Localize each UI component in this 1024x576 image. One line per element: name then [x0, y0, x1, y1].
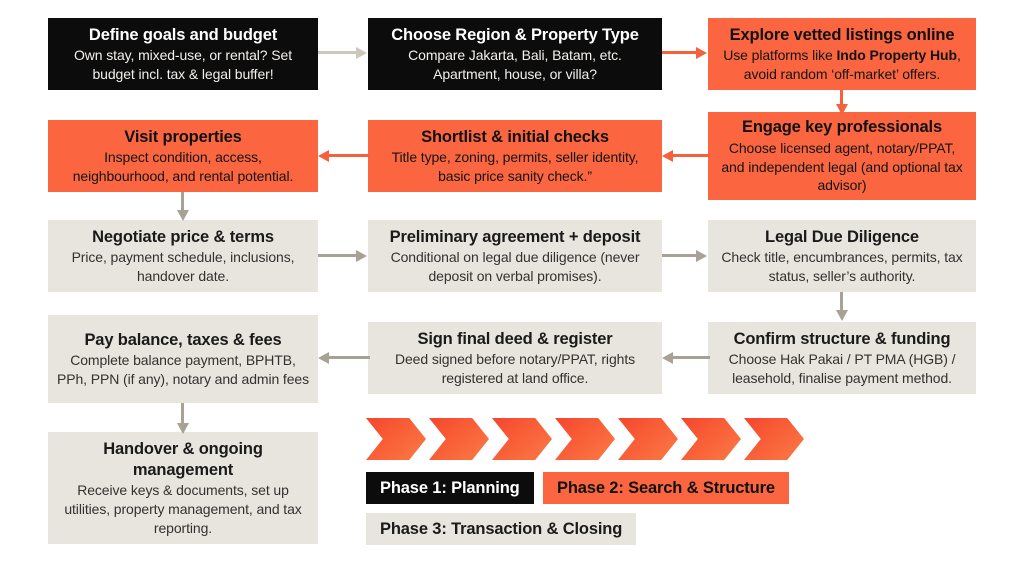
chevron-arrow [366, 418, 426, 460]
node-description: Check title, encumbrances, permits, tax … [721, 249, 963, 284]
node-handover-and-ongoing-management[interactable]: Handover & ongoing management Receive ke… [48, 432, 318, 544]
node-description-post: , avoid random ‘off-market’ offers. [743, 47, 961, 82]
node-choose-region-and-property-type[interactable]: Choose Region & Property Type Compare Ja… [368, 18, 662, 90]
chevron-arrow [681, 418, 741, 460]
node-title: Engage key professionals [742, 118, 942, 137]
node-description: Compare Jakarta, Bali, Batam, etc. Apart… [408, 47, 622, 82]
legend-phase-1[interactable]: Phase 1: Planning [366, 472, 534, 504]
connector-legal-to-confirm [836, 292, 848, 322]
connector-engage-to-shortlist [662, 150, 710, 162]
connector-explore-to-engage [836, 90, 848, 115]
node-title: Preliminary agreement + deposit [389, 227, 641, 246]
node-title: Shortlist & initial checks [421, 127, 609, 146]
node-description-pre: Use platforms like [723, 47, 837, 64]
node-title: Pay balance, taxes & fees [84, 330, 282, 349]
node-pay-balance-taxes-and-fees[interactable]: Pay balance, taxes & fees Complete balan… [48, 315, 318, 403]
node-title: Explore vetted listings online [729, 25, 955, 44]
node-confirm-structure-and-funding[interactable]: Confirm structure & funding Choose Hak P… [708, 322, 976, 394]
node-title: Negotiate price & terms [92, 227, 274, 246]
connector-preliminary-to-legal [662, 250, 708, 262]
node-description: Receive keys & documents, set up utiliti… [64, 482, 302, 536]
connector-confirm-to-sign [662, 352, 710, 364]
legend-label: Phase 1: Planning [380, 478, 520, 497]
node-description: Choose Hak Pakai / PT PMA (HGB) / leaseh… [728, 351, 956, 386]
node-title: Define goals and budget [88, 25, 278, 44]
node-title: Handover & ongoing management [103, 439, 263, 479]
chevron-arrow [429, 418, 489, 460]
node-engage-key-professionals[interactable]: Engage key professionals Choose licensed… [708, 112, 976, 200]
node-description: Complete balance payment, BPHTB, PPh, PP… [56, 352, 309, 387]
chevron-progress-strip [366, 418, 804, 460]
node-sign-final-deed-and-register[interactable]: Sign final deed & register Deed signed b… [368, 322, 662, 394]
node-description: Conditional on legal due diligence (neve… [390, 249, 640, 284]
node-title: Legal Due Diligence [765, 227, 919, 246]
node-title: Sign final deed & register [417, 329, 613, 348]
node-preliminary-agreement-deposit[interactable]: Preliminary agreement + deposit Conditio… [368, 220, 662, 292]
legend-label: Phase 3: Transaction & Closing [380, 519, 623, 538]
node-explore-vetted-listings-online[interactable]: Explore vetted listings online Use platf… [708, 18, 976, 90]
node-negotiate-price-and-terms[interactable]: Negotiate price & terms Price, payment s… [48, 220, 318, 292]
connector-choose-to-explore [662, 47, 708, 59]
node-description: Price, payment schedule, inclusions, han… [71, 249, 295, 284]
node-description: Use platforms like Indo Property Hub, av… [716, 46, 968, 83]
connector-negotiate-to-preliminary [318, 250, 368, 262]
chevron-arrow [744, 418, 804, 460]
legend-phase-3[interactable]: Phase 3: Transaction & Closing [366, 513, 637, 545]
connector-sign-to-pay [318, 352, 370, 364]
node-title: Confirm structure & funding [733, 329, 951, 348]
chevron-arrow [492, 418, 552, 460]
node-title: Choose Region & Property Type [391, 25, 639, 44]
node-description: Choose licensed agent, notary/PPAT, and … [721, 139, 963, 194]
node-define-goals-and-budget[interactable]: Define goals and budget Own stay, mixed-… [48, 18, 318, 90]
chevron-arrow [555, 418, 615, 460]
node-title: Visit properties [124, 127, 242, 146]
node-description: Inspect condition, access, neighbourhood… [72, 149, 294, 184]
chevron-arrow [618, 418, 678, 460]
node-description-highlight: Indo Property Hub [836, 47, 958, 64]
connector-define-to-choose [318, 47, 368, 59]
node-description: Deed signed before notary/PPAT, rights r… [394, 351, 636, 386]
node-legal-due-diligence[interactable]: Legal Due Diligence Check title, encumbr… [708, 220, 976, 292]
node-visit-properties[interactable]: Visit properties Inspect condition, acce… [48, 120, 318, 192]
legend-phase-2[interactable]: Phase 2: Search & Structure [543, 472, 789, 504]
node-description: Title type, zoning, permits, seller iden… [391, 149, 639, 184]
node-shortlist-and-initial-checks[interactable]: Shortlist & initial checks Title type, z… [368, 120, 662, 192]
legend-label: Phase 2: Search & Structure [557, 478, 775, 497]
connector-visit-to-negotiate [177, 192, 189, 222]
node-description: Own stay, mixed-use, or rental? Set budg… [74, 47, 292, 82]
connector-pay-to-handover [177, 403, 189, 435]
connector-shortlist-to-visit [318, 150, 370, 162]
